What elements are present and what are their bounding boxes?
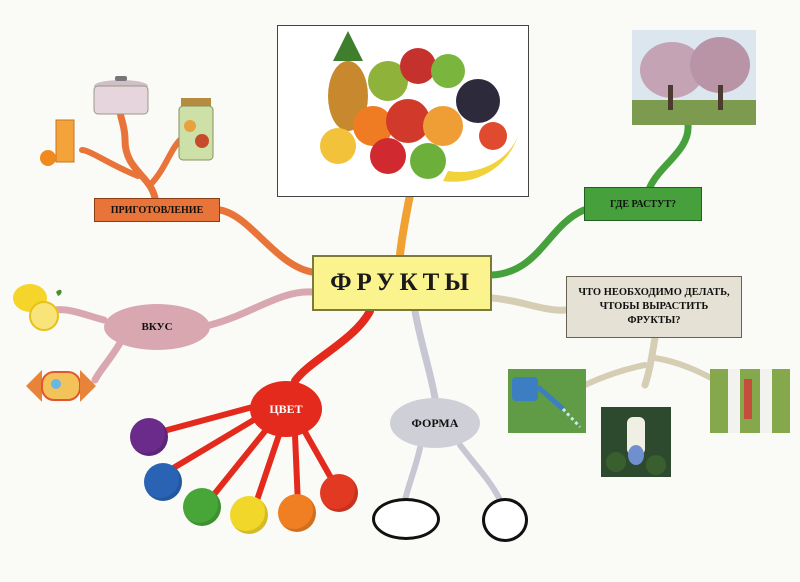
center-title: ФРУКТЫ xyxy=(330,269,474,296)
shape-blank-circle xyxy=(482,498,528,542)
planting-image xyxy=(601,407,671,477)
how-to-grow-node: ЧТО НЕОБХОДИМО ДЕЛАТЬ, ЧТОБЫ ВЫРАСТИТЬ Ф… xyxy=(566,276,742,338)
shape-node: ФОРМА xyxy=(390,398,480,448)
taste-node: ВКУС xyxy=(104,304,210,350)
preparation-node: ПРИГОТОВЛЕНИЕ xyxy=(94,198,220,222)
watering-image xyxy=(508,369,586,433)
color-node: ЦВЕТ xyxy=(250,381,322,437)
fruit-icon xyxy=(320,31,518,182)
preserves-jar-image xyxy=(176,96,216,162)
swatch-blue xyxy=(144,463,182,501)
color-label: ЦВЕТ xyxy=(269,401,303,416)
jar-icon xyxy=(178,98,214,161)
where-grow-label: ГДЕ РАСТУТ? xyxy=(610,198,676,210)
candy-image xyxy=(22,360,100,412)
preparation-label: ПРИГОТОВЛЕНИЕ xyxy=(110,204,204,216)
pot-icon xyxy=(93,76,149,115)
juice-glass-image xyxy=(38,118,82,168)
trunk-icon xyxy=(710,369,790,433)
juice-icon xyxy=(40,119,75,166)
center-node: ФРУКТЫ xyxy=(312,255,492,311)
swatch-red xyxy=(320,474,358,512)
how-to-grow-label: ЧТО НЕОБХОДИМО ДЕЛАТЬ, ЧТОБЫ ВЫРАСТИТЬ Ф… xyxy=(578,286,730,327)
swatch-purple xyxy=(130,418,168,456)
swatch-green xyxy=(183,488,221,526)
fruit-basket-image xyxy=(277,25,529,197)
tree-care-image xyxy=(710,369,790,433)
cooking-pot-image xyxy=(88,74,154,120)
watering-can-icon xyxy=(508,369,586,433)
where-grow-node: ГДЕ РАСТУТ? xyxy=(584,187,702,221)
lemon-image xyxy=(8,280,64,332)
lemon-icon xyxy=(13,284,62,331)
tree-icon xyxy=(632,37,756,125)
glove-icon xyxy=(601,407,671,477)
swatch-orange xyxy=(278,494,316,532)
candy-icon xyxy=(26,370,96,402)
shape-blank-oval xyxy=(372,498,440,540)
shape-label: ФОРМА xyxy=(411,415,459,430)
taste-label: ВКУС xyxy=(141,321,173,333)
orchard-image xyxy=(632,30,756,125)
swatch-yellow xyxy=(230,496,268,534)
